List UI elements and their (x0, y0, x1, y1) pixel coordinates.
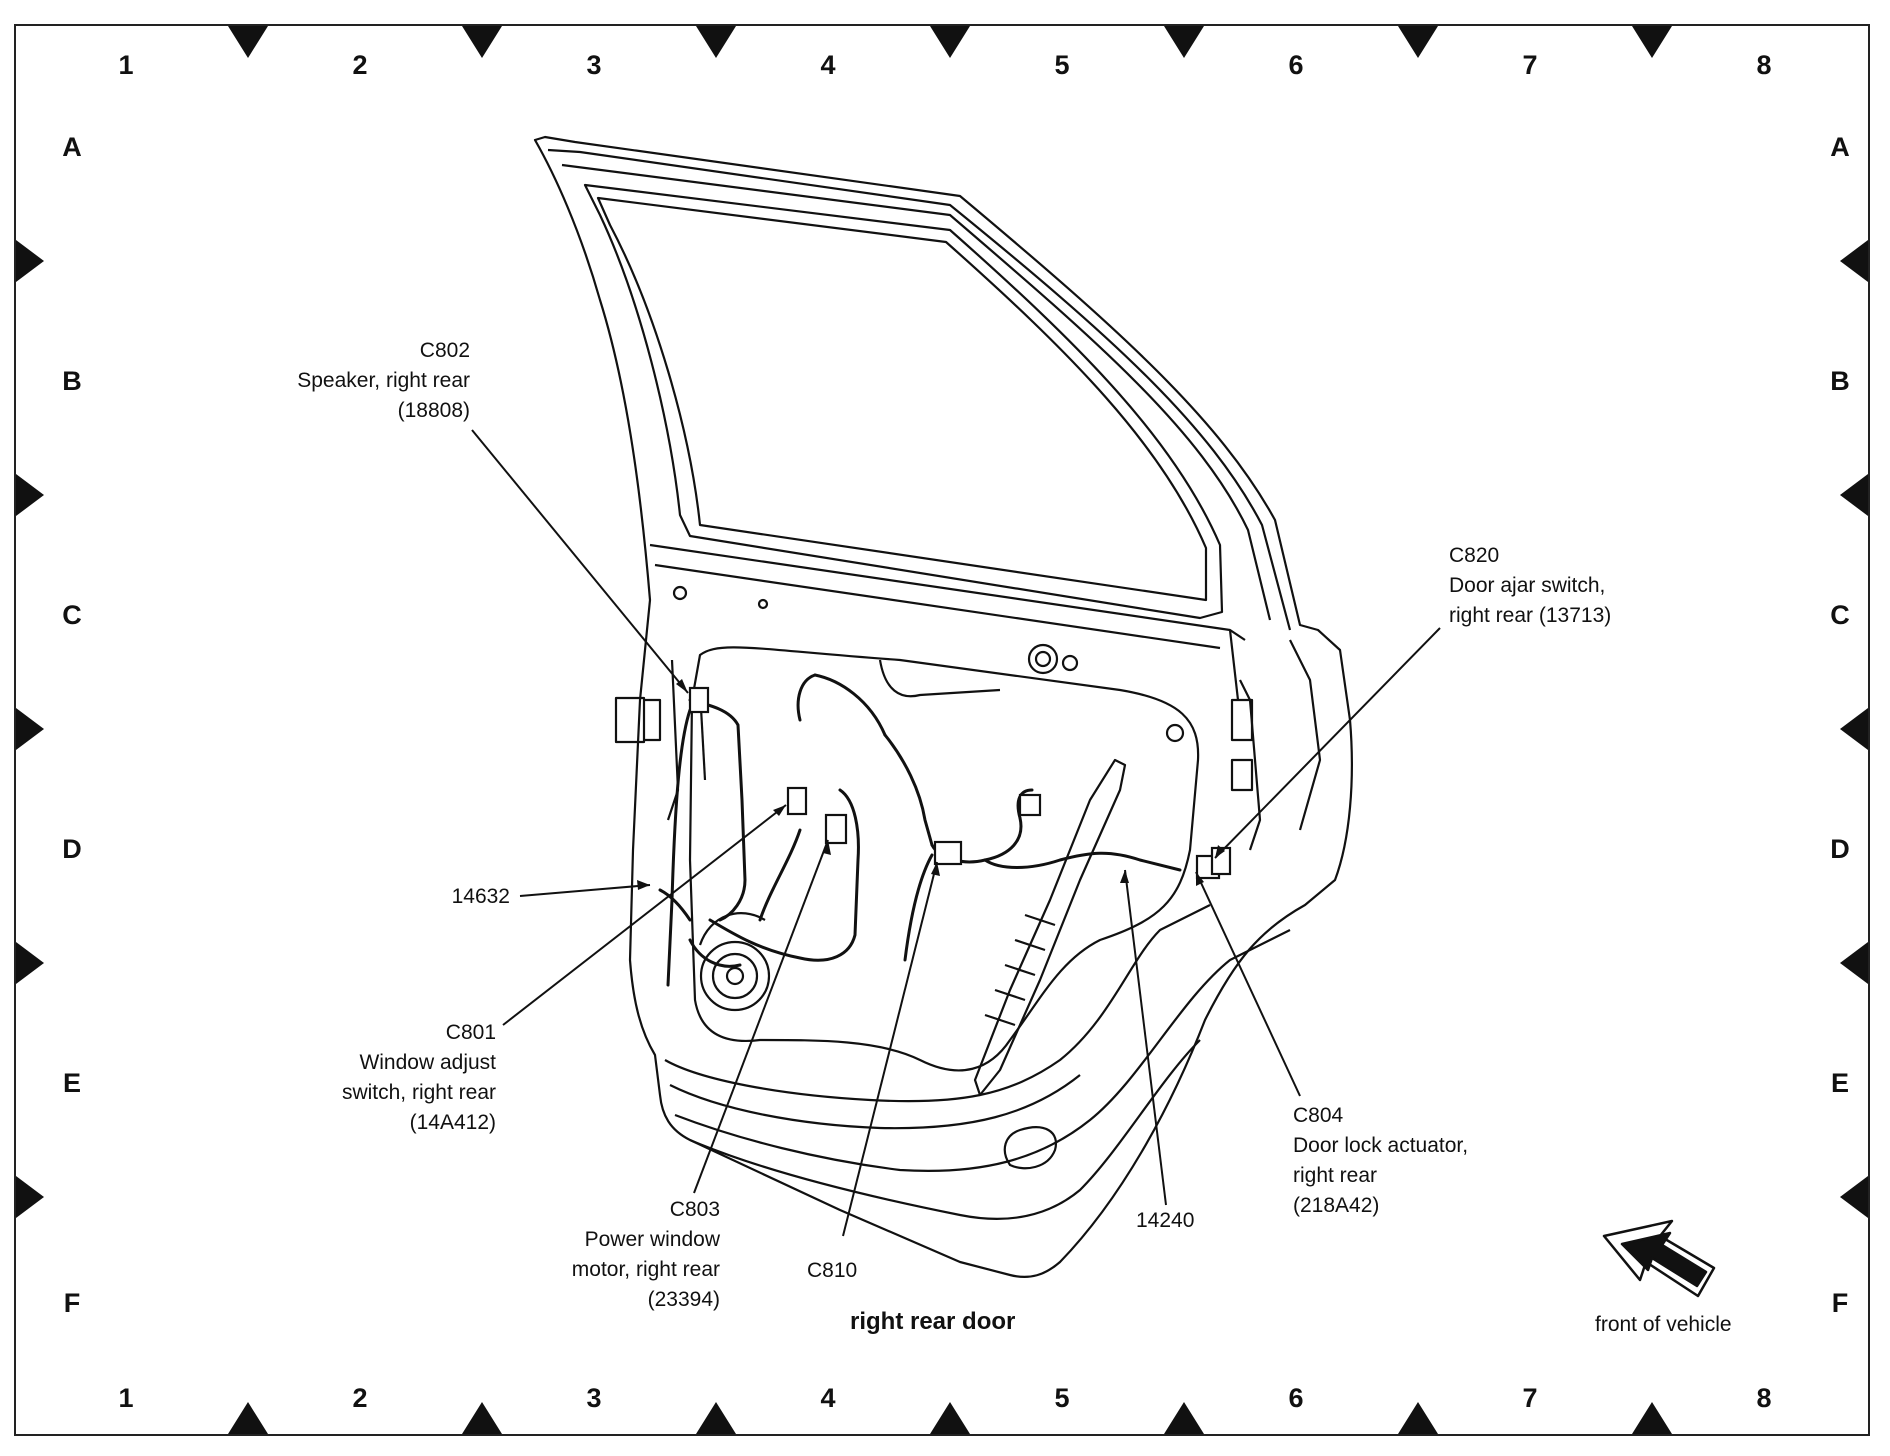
door-panel (533, 135, 1353, 1279)
grid-row-right: F (1831, 1288, 1849, 1318)
callout-line: C810 (807, 1259, 858, 1282)
grid-col-bottom: 1 (118, 1383, 134, 1413)
grid-col-bottom: 8 (1756, 1383, 1772, 1413)
diagram-frame (14, 24, 1870, 1436)
callout-line: Power window (584, 1228, 720, 1251)
callout-line: 14632 (451, 885, 510, 908)
front-of-vehicle-label: front of vehicle (1595, 1313, 1732, 1336)
callout-c810: C810 (807, 1256, 857, 1286)
grid-col-top: 6 (1288, 50, 1304, 80)
grid-col-top: 5 (1054, 50, 1070, 80)
grid-row-right: B (1830, 366, 1850, 396)
callout-line: (23394) (647, 1288, 720, 1311)
grid-row-left: E (62, 1068, 81, 1098)
connector-c802 (688, 686, 710, 714)
diagram-caption: right rear door (850, 1308, 1016, 1335)
callout-line: right rear (1293, 1164, 1378, 1187)
connector-c803 (824, 813, 848, 845)
callout-14240: 14240 (1136, 1206, 1194, 1236)
grid-col-bottom: 4 (820, 1383, 836, 1413)
grid-row-left: A (62, 132, 82, 162)
grid-col-top: 3 (586, 50, 602, 80)
callout-c803: C803 Power window motor, right rear (233… (510, 1195, 720, 1315)
wiring-harness (658, 673, 1182, 987)
leader-lines (471, 429, 1441, 1237)
callout-line: Door lock actuator, (1293, 1134, 1469, 1157)
callout-c820: C820 Door ajar switch, right rear (13713… (1449, 541, 1611, 631)
grid-row-left: C (62, 600, 82, 630)
grid-zone-markers (16, 26, 1868, 1434)
callout-c804: C804 Door lock actuator, right rear (218… (1293, 1101, 1468, 1221)
callout-line: C802 (419, 339, 470, 362)
grid-row-left: D (62, 834, 82, 864)
grid-row-left: B (62, 366, 82, 396)
grid-col-top: 8 (1756, 50, 1772, 80)
callout-line: 14240 (1136, 1209, 1195, 1232)
grid-col-bottom: 7 (1522, 1383, 1538, 1413)
connector-c820-harness (1018, 793, 1042, 817)
callout-line: Window adjust (359, 1051, 496, 1074)
grid-col-top: 2 (352, 50, 368, 80)
grid-row-right: E (1830, 1068, 1849, 1098)
leader-arrowheads (637, 679, 1225, 890)
callout-line: Speaker, right rear (297, 369, 470, 392)
grid-col-top: 7 (1522, 50, 1538, 80)
callout-line: C801 (445, 1021, 496, 1044)
grid-col-bottom: 5 (1054, 1383, 1070, 1413)
callout-line: (18808) (397, 399, 470, 422)
connectors (688, 686, 1232, 880)
connector-c801 (786, 786, 808, 816)
connector-c810 (933, 840, 963, 866)
callout-line: C820 (1449, 544, 1500, 567)
callout-line: Door ajar switch, (1449, 574, 1606, 597)
callout-line: right rear (13713) (1449, 604, 1612, 627)
grid-col-bottom: 3 (586, 1383, 602, 1413)
callout-line: (14A412) (409, 1111, 496, 1134)
grid-col-bottom: 6 (1288, 1383, 1304, 1413)
callout-line: motor, right rear (571, 1258, 720, 1281)
grid-col-bottom: 2 (352, 1383, 368, 1413)
callout-line: (218A42) (1293, 1194, 1380, 1217)
callout-14632: 14632 (420, 882, 510, 912)
grid-row-right: A (1830, 132, 1850, 162)
grid-col-top: 1 (118, 50, 134, 80)
callout-line: C803 (669, 1198, 720, 1221)
callout-line: C804 (1293, 1104, 1344, 1127)
callout-line: switch, right rear (341, 1081, 496, 1104)
grid-row-right: C (1830, 600, 1850, 630)
callout-c801: C801 Window adjust switch, right rear (1… (290, 1018, 496, 1138)
callout-c802: C802 Speaker, right rear (18808) (260, 336, 470, 426)
grid-row-left: F (63, 1288, 81, 1318)
front-of-vehicle-arrow (1602, 1219, 1716, 1298)
grid-row-right: D (1830, 834, 1850, 864)
grid-col-top: 4 (820, 50, 836, 80)
